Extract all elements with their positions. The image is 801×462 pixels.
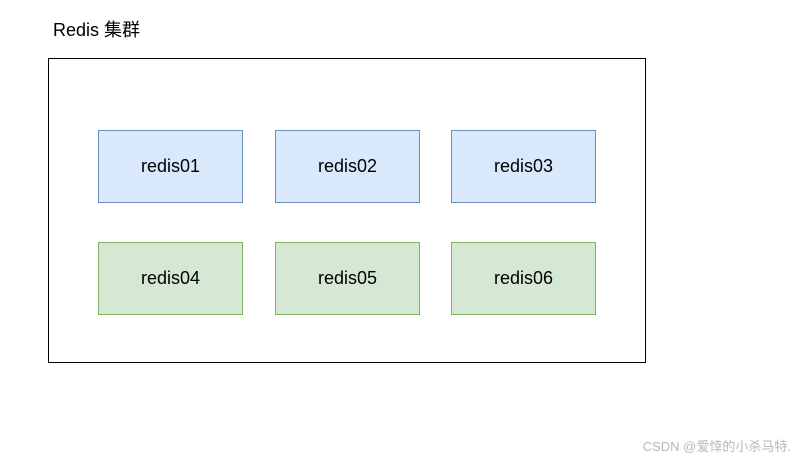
node-redis01: redis01 xyxy=(98,130,243,203)
node-label: redis04 xyxy=(140,268,201,288)
node-label: redis05 xyxy=(317,268,378,288)
node-redis02: redis02 xyxy=(275,130,420,203)
cluster-title: Redis 集群 xyxy=(53,20,141,40)
node-redis04: redis04 xyxy=(98,242,243,315)
node-label: redis03 xyxy=(493,156,554,176)
node-redis03: redis03 xyxy=(451,130,596,203)
watermark: CSDN @爱悻的小杀马特. xyxy=(642,439,791,454)
cluster-container xyxy=(48,58,646,363)
node-label: redis02 xyxy=(317,156,378,176)
node-redis06: redis06 xyxy=(451,242,596,315)
node-redis05: redis05 xyxy=(275,242,420,315)
node-label: redis01 xyxy=(140,156,201,176)
node-label: redis06 xyxy=(493,268,554,288)
